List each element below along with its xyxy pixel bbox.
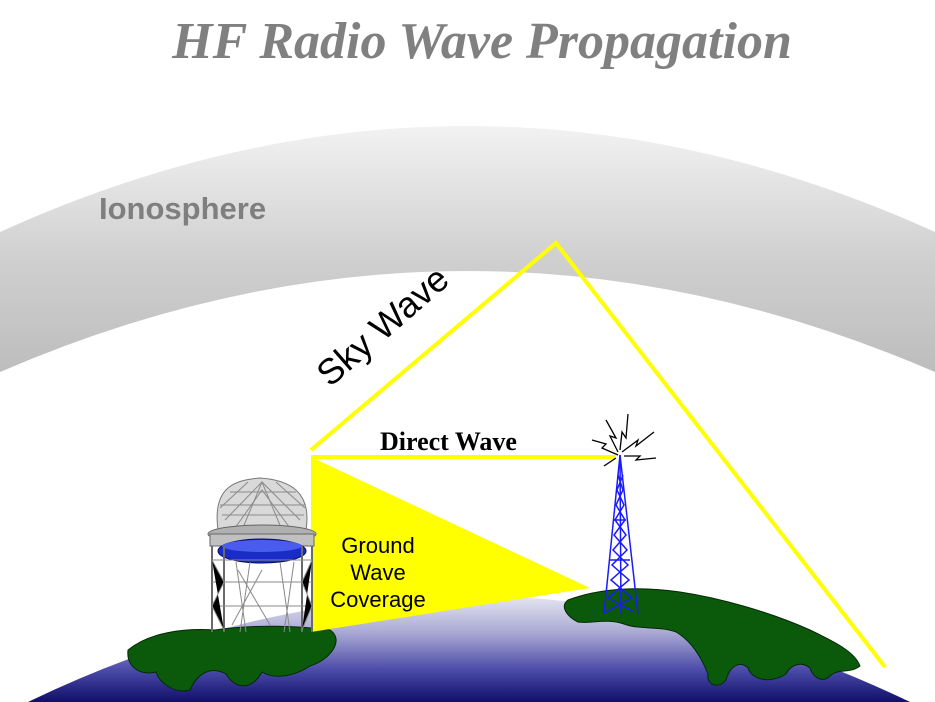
ionosphere-label: Ionosphere (99, 191, 266, 226)
ground-wave-label-line2: Wave (350, 560, 405, 585)
ground-wave-coverage (311, 457, 590, 632)
lightning-icon (591, 413, 657, 467)
ground-wave-label-line1: Ground (341, 533, 414, 558)
ground-wave-label-line3: Coverage (330, 587, 425, 612)
ionosphere-band (0, 126, 935, 372)
page-title: HF Radio Wave Propagation (171, 13, 792, 70)
sky-wave-path (309, 240, 887, 669)
transmitter-tower-icon (603, 454, 639, 615)
direct-wave-label: Direct Wave (380, 427, 517, 456)
radar-dome-icon (207, 477, 317, 633)
